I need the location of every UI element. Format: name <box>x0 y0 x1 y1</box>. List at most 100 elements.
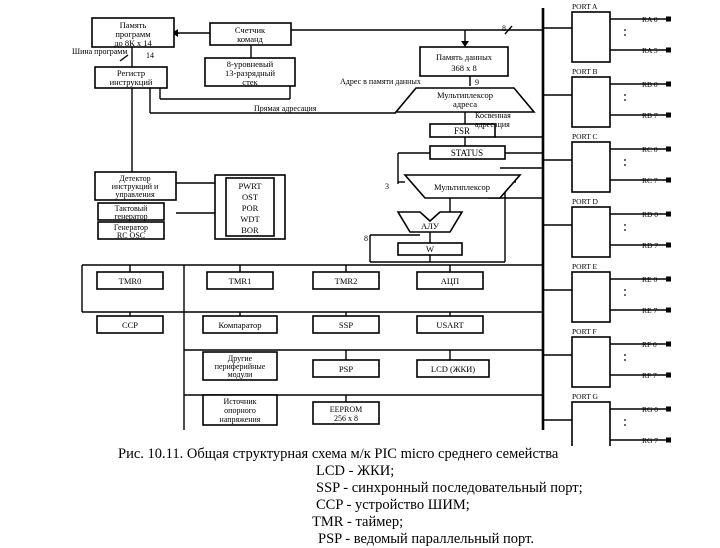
ellipsis-dot <box>624 359 626 361</box>
legend-ccp: CCP - устройство ШИМ; <box>316 497 470 513</box>
port-pin-pad <box>666 81 671 87</box>
address-mux-line-2: адреса <box>453 99 477 109</box>
psp-label: PSP <box>339 364 353 374</box>
data-memory-line-2: 368 х 8 <box>451 63 477 73</box>
port-block: PORT DRD 0RD 7 <box>571 197 671 258</box>
port-pin-pad <box>666 307 671 313</box>
ellipsis-dot <box>624 224 626 226</box>
ellipsis-dot <box>624 29 626 31</box>
port-pin-pad <box>666 437 671 443</box>
port-register <box>571 11 611 63</box>
decoder-line-1: Детектор <box>119 174 150 183</box>
port-pin-pad <box>666 406 671 412</box>
direct-addressing-label: Прямая адресация <box>254 104 317 113</box>
multiplexer: Мультиплексор <box>403 174 522 199</box>
stack-line-2: 13-разрядный <box>225 68 275 78</box>
port-name: PORT F <box>572 327 597 336</box>
port-pin-pad <box>666 177 671 183</box>
ssp-block: SSP <box>312 315 380 334</box>
clock-line-2: генератор <box>114 212 147 221</box>
tmr2-block: TMR2 <box>312 271 380 290</box>
ellipsis-dot <box>624 94 626 96</box>
port-pin-label: RE 0 <box>642 275 657 284</box>
port-pin-pad <box>666 242 671 248</box>
ccp-block: CCP <box>96 315 164 334</box>
pwrt-label: PWRT <box>238 181 262 191</box>
program-memory-line-1: Память <box>120 20 147 30</box>
data-memory-line-1: Память данных <box>436 52 493 62</box>
port-pin-pad <box>666 146 671 152</box>
tmr2-label: TMR2 <box>335 276 358 286</box>
usart-block: USART <box>416 315 484 334</box>
port-block: PORT FRF 0RF 7 <box>571 327 671 388</box>
lcd-label: LCD (ЖКИ) <box>431 364 475 374</box>
port-register <box>571 271 611 323</box>
port-name: PORT E <box>572 262 597 271</box>
port-pin-label: RG 7 <box>642 436 658 445</box>
w-register: W <box>397 242 463 256</box>
indirect-label-2: адресация <box>475 120 510 129</box>
clock-generator: Тактовый генератор <box>97 202 165 221</box>
bus-width-9: 9 <box>475 78 479 87</box>
ellipsis-dot <box>624 354 626 356</box>
port-block: PORT CRC 0RC 7 <box>571 132 671 193</box>
block-diagram: Память программ до 8К х 14 Шина программ… <box>72 2 671 446</box>
fsr-register: FSR <box>429 123 496 138</box>
legend-tmr: TMR - таймер; <box>312 514 404 530</box>
port-pin-label: RC 0 <box>642 145 658 154</box>
address-multiplexer: Мультиплексор адреса <box>394 87 536 113</box>
port-pin-label: RA 5 <box>642 46 658 55</box>
decoder-line-2: инструкций и <box>112 182 159 191</box>
port-pin-pad <box>666 211 671 217</box>
lcd-block: LCD (ЖКИ) <box>416 359 490 378</box>
port-register <box>571 206 611 258</box>
legend-ssp: SSP - синхронный последовательный порт; <box>316 480 583 496</box>
ellipsis-dot <box>624 229 626 231</box>
tmr1-block: TMR1 <box>206 271 274 290</box>
port-register <box>571 76 611 128</box>
alu: АЛУ <box>396 211 464 233</box>
vref-block: Источник опорного напряжения <box>202 394 278 426</box>
port-name: PORT G <box>572 392 598 401</box>
program-counter-line-2: команд <box>237 34 263 44</box>
port-register <box>571 141 611 193</box>
port-pin-label: RB 7 <box>642 111 658 120</box>
port-pin-pad <box>666 47 671 53</box>
bus-width-14: 14 <box>146 51 154 60</box>
usart-label: USART <box>436 320 464 330</box>
port-pin-label: RF 7 <box>642 371 657 380</box>
vref-line-3: напряжения <box>220 415 261 424</box>
port-block: PORT ARA 0RA 5 <box>571 2 671 63</box>
status-register: STATUS <box>429 145 506 160</box>
port-block: PORT BRB 0RB 7 <box>571 67 671 128</box>
bus-width-8: 8 <box>502 24 506 33</box>
bor-label: BOR <box>241 225 259 235</box>
program-counter-line-1: Счетчик <box>235 25 266 35</box>
status-label: STATUS <box>451 148 483 158</box>
other-peripherals-block: Другие периферийные модули <box>202 351 278 381</box>
w-label: W <box>426 244 434 254</box>
port-pin-pad <box>666 112 671 118</box>
legend-lcd: LCD - ЖКИ; <box>316 463 395 479</box>
eeprom-block: EEPROM 256 х 8 <box>312 401 380 425</box>
vref-line-1: Источник <box>224 397 257 406</box>
ellipsis-dot <box>624 289 626 291</box>
psp-block: PSP <box>312 359 380 378</box>
port-pin-pad <box>666 372 671 378</box>
instruction-register-line-1: Регистр <box>117 68 145 78</box>
other-line-1: Другие <box>228 354 253 363</box>
port-pin-pad <box>666 16 671 22</box>
stack-line-3: стек <box>242 77 258 87</box>
multiplexer-label: Мультиплексор <box>434 182 490 192</box>
program-bus-label: Шина программ <box>72 47 127 56</box>
port-pin-label: RB 0 <box>642 80 658 89</box>
port-pin-pad <box>666 341 671 347</box>
vref-line-2: опорного <box>224 406 256 415</box>
comparator-block: Компаратор <box>202 315 278 334</box>
port-pin-label: RD 0 <box>642 210 658 219</box>
stack-line-1: 8-уровневый <box>227 59 274 69</box>
rc-osc-line-1: Генератор <box>114 223 148 232</box>
port-register <box>571 401 611 446</box>
port-name: PORT D <box>572 197 598 206</box>
mux-input-8: 8 <box>364 234 368 243</box>
